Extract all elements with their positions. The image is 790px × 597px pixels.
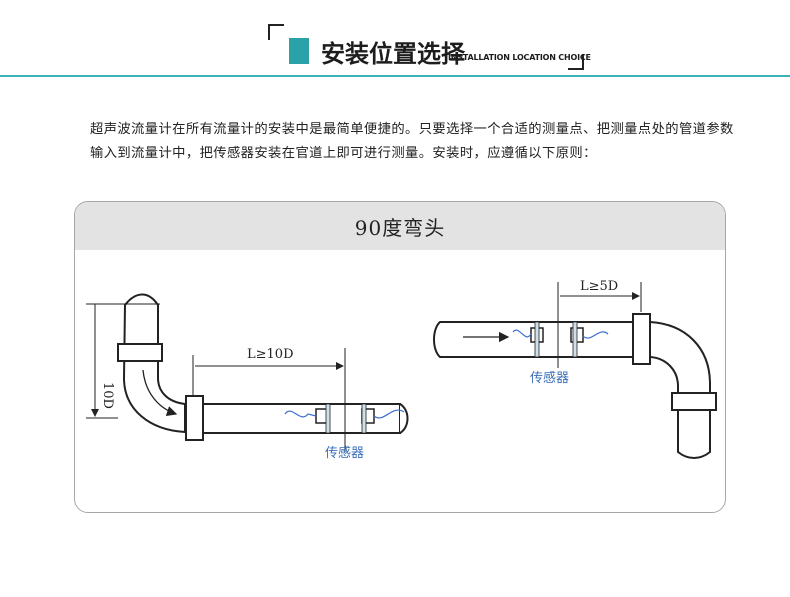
right-cable-b: [582, 331, 609, 339]
panel-title: 90度弯头: [354, 216, 446, 240]
left-sensor-label: 传感器: [325, 445, 364, 461]
right-sensor-label: 传感器: [530, 370, 569, 386]
left-clamp-a: [325, 403, 331, 434]
right-distance-label: L≥5D: [580, 279, 618, 294]
left-elbow-flange: [185, 395, 204, 441]
left-clamp-b: [361, 403, 367, 434]
left-elbow-diagram: 10D L≥10D 传感器: [86, 293, 409, 461]
left-height-label: 10D: [100, 382, 115, 409]
right-cable-a: [512, 329, 532, 338]
left-vertical-pipe: [122, 298, 186, 434]
title-bracket-bottom-right: [568, 54, 584, 70]
intro-paragraph: 超声波流量计在所有流量计的安装中是最简单便捷的。只要选择一个合适的测量点、把测量…: [90, 122, 734, 161]
left-pipe-end: [399, 403, 409, 434]
right-bottom-flange: [671, 392, 717, 411]
right-elbow-diagram: L≥5D 传感器: [433, 279, 717, 459]
left-top-flange: [117, 343, 163, 362]
right-elbow-flange: [632, 313, 651, 365]
left-distance-label: L≥10D: [247, 347, 294, 362]
right-clamp-a: [534, 321, 540, 358]
section-subtitle-en: INSTALLATION LOCATION CHOICE: [448, 53, 591, 62]
section-title: 安装位置选择: [321, 40, 465, 68]
right-clamp-b: [572, 321, 578, 358]
header-divider: [0, 75, 790, 77]
right-vertical-pipe: [649, 320, 711, 459]
left-pipe-cap: [124, 293, 159, 306]
title-accent-block: [289, 38, 309, 64]
left-cable-b: [373, 409, 405, 419]
left-cable-a: [284, 410, 317, 418]
panel-header: 90度弯头: [75, 202, 725, 250]
left-flow-arrow: [142, 369, 178, 417]
title-bracket-top-left: [268, 24, 284, 40]
